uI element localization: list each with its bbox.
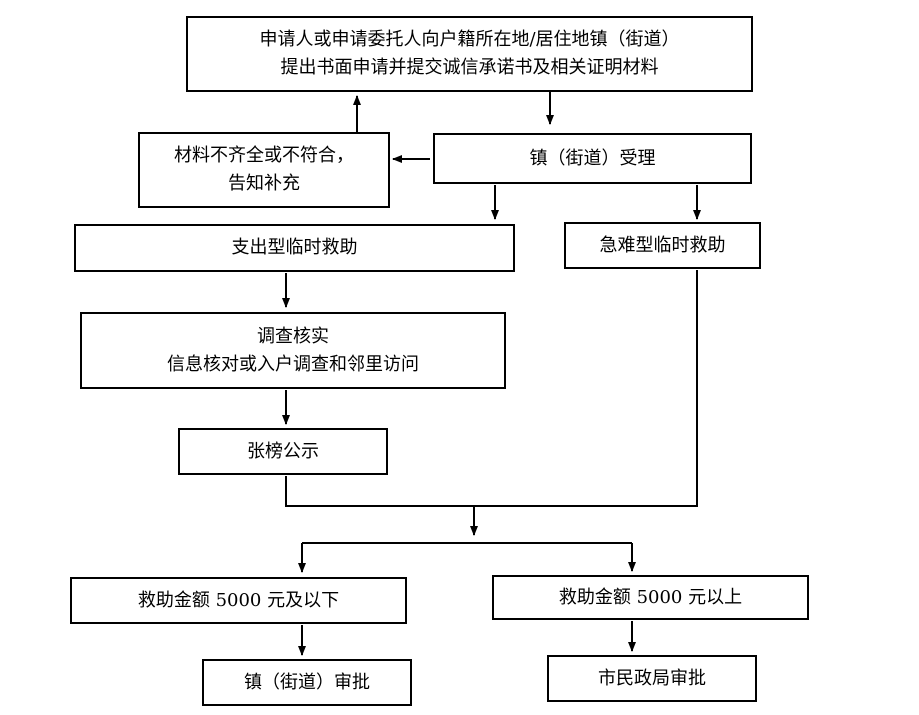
apply-line2: 提出书面申请并提交诚信承诺书及相关证明材料 xyxy=(280,57,659,78)
expense-label: 支出型临时救助 xyxy=(231,237,358,258)
emergency-label: 急难型临时救助 xyxy=(599,234,726,256)
emergency-box: 急难型临时救助 xyxy=(564,222,761,269)
accept-box: 镇（街道）受理 xyxy=(433,133,752,184)
city-approve-box: 市民政局审批 xyxy=(547,655,757,702)
investigate-line1: 调查核实 xyxy=(257,325,329,347)
accept-label: 镇（街道）受理 xyxy=(529,147,656,169)
expense-box: 支出型临时救助 xyxy=(74,224,515,272)
incomplete-line1: 材料不齐全或不符合， xyxy=(174,145,354,166)
above5000-box: 救助金额 5000 元以上 xyxy=(492,575,809,620)
above5000-label: 救助金额 5000 元以上 xyxy=(558,586,743,608)
investigate-line2: 信息核对或入户调查和邻里访问 xyxy=(167,353,419,375)
apply-line1: 申请人或申请委托人向户籍所在地/居住地镇（街道） xyxy=(259,29,680,50)
line-emergency-merge xyxy=(474,270,698,507)
incomplete-line2: 告知补充 xyxy=(228,173,300,194)
incomplete-box: 材料不齐全或不符合， 告知补充 xyxy=(138,132,390,208)
line-publicize-merge xyxy=(285,476,474,507)
below5000-label: 救助金额 5000 元及以下 xyxy=(137,589,340,611)
city-approve-label: 市民政局审批 xyxy=(598,667,706,689)
town-approve-label: 镇（街道）审批 xyxy=(244,671,370,693)
investigate-box: 调查核实 信息核对或入户调查和邻里访问 xyxy=(80,312,506,389)
below5000-box: 救助金额 5000 元及以下 xyxy=(70,577,407,624)
publicize-box: 张榜公示 xyxy=(178,428,388,475)
town-approve-box: 镇（街道）审批 xyxy=(202,659,412,706)
publicize-label: 张榜公示 xyxy=(247,440,319,462)
apply-box: 申请人或申请委托人向户籍所在地/居住地镇（街道） 提出书面申请并提交诚信承诺书及… xyxy=(186,16,753,92)
